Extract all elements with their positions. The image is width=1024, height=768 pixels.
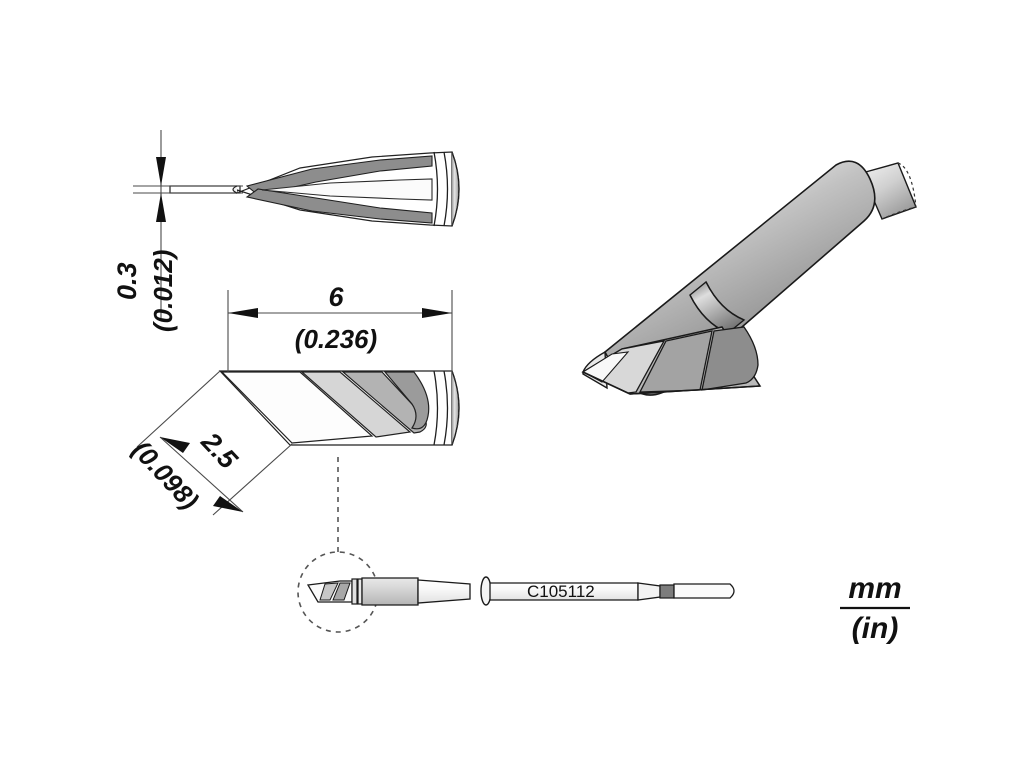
side-view-geometry [218,370,460,446]
isometric-view-geometry [581,160,917,396]
dimension-thickness-metric: 0.3 [112,262,142,300]
dimension-bevel-geometry [136,370,293,516]
top-view-geometry [169,151,460,227]
dimension-thickness-imperial: (0.012) [148,250,178,332]
dimension-length-geometry [227,290,453,372]
full-cartridge-view-geometry [297,455,735,633]
dimension-length-metric: 6 [328,282,344,312]
part-number-label: C105112 [527,582,595,601]
dimension-bevel-metric: 2.5 [195,426,244,475]
units-numerator-label: mm [848,572,901,605]
units-denominator-label: (in) [852,612,899,645]
dimension-bevel-imperial: (0.098) [127,435,205,516]
dimension-length-imperial: (0.236) [295,324,377,354]
dimension-thickness-geometry [133,130,232,320]
